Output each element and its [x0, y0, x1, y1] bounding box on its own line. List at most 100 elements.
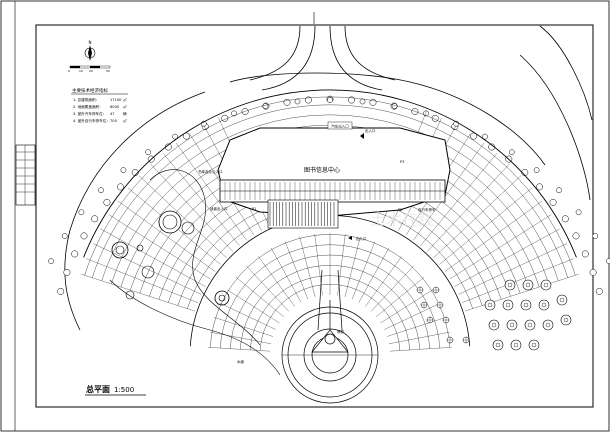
tree-icon [592, 233, 599, 239]
paving-radial [344, 236, 361, 297]
tree-icon [508, 149, 515, 156]
tree-icon [505, 302, 511, 308]
tree-icon [543, 282, 549, 288]
tree-icon [527, 322, 533, 328]
paving-radial [388, 331, 450, 344]
paving-radial [337, 233, 346, 296]
scale-tick: 20 [89, 69, 93, 73]
tree-icon [241, 108, 249, 115]
garden [109, 169, 281, 376]
plan-title: 总平面 [86, 384, 110, 394]
indicator-value: 6000 [110, 105, 120, 109]
library-building: 图书信息中心 P3 [217, 127, 451, 229]
paving-radial [138, 175, 227, 258]
paving-radial [370, 265, 414, 312]
paving-radial [226, 289, 280, 324]
tree-icon [538, 299, 550, 311]
orchard-grid [416, 279, 572, 351]
tree-icon [182, 132, 190, 140]
indicator-row: 3. 室外汽车停车位： [73, 111, 106, 116]
tree-icon [513, 342, 519, 348]
indicator-unit: ㎡ [123, 97, 127, 102]
paving-radial [454, 228, 560, 287]
indicator-row: 2. 地面覆盖面积： [73, 104, 103, 109]
paving-radial [162, 153, 240, 246]
tree-icon [540, 279, 552, 291]
tree-icon [61, 233, 68, 239]
p3-label: P3 [400, 160, 404, 164]
paving-radial [150, 163, 233, 252]
tree-icon [542, 319, 554, 331]
indicator-unit: 辆 [123, 111, 127, 116]
paving-radial [439, 187, 532, 265]
paving-radial [80, 273, 195, 312]
tree-icon [572, 232, 580, 240]
tree-icon [522, 279, 534, 291]
tree-icon [589, 268, 597, 276]
tree-icon [606, 258, 610, 264]
scale-tick: 0 [68, 69, 70, 73]
paving-radial [465, 273, 580, 312]
paving-radial [387, 317, 447, 337]
indicators-heading: 主要技术经济指标 [72, 87, 108, 94]
tree-icon [491, 322, 497, 328]
tree-icon [359, 98, 366, 105]
p2-label: P2 [398, 208, 402, 212]
tree-icon [423, 110, 429, 117]
tree-icon [421, 302, 427, 308]
roads [64, 25, 593, 331]
tree-icon [304, 96, 312, 104]
tree-icon [523, 302, 529, 308]
tree-icon [98, 187, 104, 194]
tree-icon [492, 339, 504, 351]
paving-radial [208, 347, 271, 352]
paving-radial [389, 347, 452, 352]
paving-radial [271, 248, 302, 303]
tree-icon [509, 322, 515, 328]
paving-arc [92, 104, 568, 278]
scale-tick: 50 [106, 69, 110, 73]
tree-icon [531, 342, 537, 348]
tree-icon [484, 299, 496, 311]
tree-icon [502, 299, 514, 311]
tree-icon [556, 294, 568, 306]
paving-radial [314, 233, 323, 296]
tree-icon [495, 342, 501, 348]
drawing-title: 总平面 1:500 [85, 384, 146, 396]
paving-radial [384, 302, 441, 330]
paving-radial [175, 142, 247, 241]
paving-radial [86, 258, 199, 303]
tree-icon [559, 297, 565, 303]
paving-radial [117, 200, 216, 272]
tree-icon [391, 103, 398, 109]
paving-radial [351, 241, 376, 300]
paving-radial [235, 277, 284, 317]
tree-icon [463, 337, 469, 343]
main-entrance-label: 汽车出入口 [331, 124, 349, 129]
paving-radial [444, 200, 543, 272]
watermark: 土木在线 [370, 210, 434, 229]
tree-icon [506, 319, 518, 331]
paving-radial [219, 302, 276, 330]
paving-arc [101, 114, 559, 281]
tree-icon [262, 103, 269, 109]
tree-icon [528, 339, 540, 351]
paving-radial [284, 241, 309, 300]
tree-icon [57, 287, 65, 295]
side-entrance-label: 出入口 [356, 236, 367, 241]
tree-icon [595, 287, 603, 295]
paving-radial [461, 258, 574, 303]
tree-icon [504, 279, 516, 291]
paving-radial [100, 228, 206, 287]
building-label: 图书信息中心 [304, 166, 340, 174]
indicator-unit: ㎡ [123, 104, 127, 109]
fountain-plaza: 喷泉 水面 [237, 269, 379, 404]
tree-icon [80, 232, 88, 240]
paving-radial [413, 142, 485, 241]
tree-icon [533, 167, 540, 173]
paving-radial [92, 243, 202, 295]
tree-icon [417, 287, 423, 293]
paving-radial [365, 256, 402, 307]
